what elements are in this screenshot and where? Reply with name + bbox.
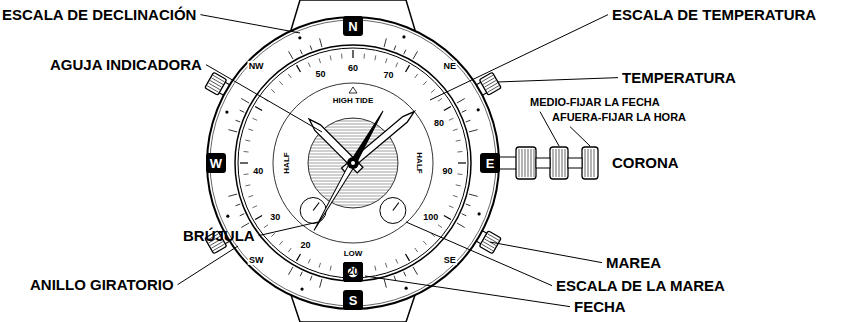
scale-number: 70 [384,70,394,80]
subdial [300,197,326,223]
callout-label: MAREA [606,254,661,271]
leader-line [259,222,318,236]
minute-hand [342,109,417,173]
callout-label: AGUJA INDICADORA [50,56,202,73]
date-circle [344,263,362,281]
compass-letter: E [480,153,500,173]
compass-letter: N [343,16,363,36]
compass-letter-text: S [349,294,358,307]
crown [496,147,598,179]
scale-number: 20 [300,240,310,250]
subdial [380,197,406,223]
hand-cap [347,157,359,169]
scale-number: 90 [443,166,453,176]
callout-label: CORONA [612,154,679,171]
leader-line [497,78,618,82]
date-window: 20 [343,262,363,282]
tide-triangle [349,87,357,93]
callout-label: TEMPERATURA [622,69,736,86]
hour-hand [306,116,363,173]
leader-line [178,246,238,285]
scale-number: 100 [423,212,438,222]
compass-letter-text: W [210,157,222,170]
leader-line [365,276,570,307]
callout-label: BRÚJULA [183,227,255,244]
leader-line [570,127,590,146]
leader-line [490,242,602,263]
callout-label: ESCALA DE LA MAREA [556,277,725,294]
dial [238,48,468,278]
callout-label: AFUERA-FIJAR LA HORA [552,111,686,124]
compass-needle [350,110,385,165]
leader-line [200,15,300,33]
dial-ticks [240,50,466,271]
bezel-ring [207,17,499,309]
callout-label: ESCALA DE TEMPERATURA [612,6,816,23]
scale-number: 80 [434,118,444,128]
bezel-direction: SW [248,255,265,265]
bezel-inner [235,45,471,281]
callout-label: MEDIO-FIJAR LA FECHA [530,96,660,109]
scale-number: 30 [270,212,280,222]
tide-mark: LOW [344,249,363,258]
leader-line [430,15,608,100]
compass-letter: S [343,290,363,310]
tide-mark: HALF [414,152,423,173]
bezel-direction: NW [248,61,265,71]
scale-number: 50 [315,69,325,79]
date-number: 20 [347,267,358,277]
bezel-ticks [225,35,480,290]
callout-label: ANILLO GIRATORIO [30,276,174,293]
tide-ring [273,83,433,243]
scale-number: 60 [348,63,358,73]
tide-mark: HIGH TIDE [333,96,373,105]
compass-letter: W [206,153,226,173]
compass-letter-text: E [486,157,495,170]
bezel-edge [210,20,496,306]
compass-needle [311,155,359,232]
callout-label: FECHA [574,298,626,315]
bezel-direction: NE [443,61,458,71]
leader-line [206,65,322,132]
leader-line [406,222,552,286]
bezel-direction: SE [443,255,457,265]
callout-label: ESCALA DE DECLINACIÓN [2,6,196,23]
hand-cap [351,161,355,165]
tide-mark: HALF [282,152,291,173]
compass-letter-text: N [348,20,357,33]
scale-number: 40 [253,166,263,176]
